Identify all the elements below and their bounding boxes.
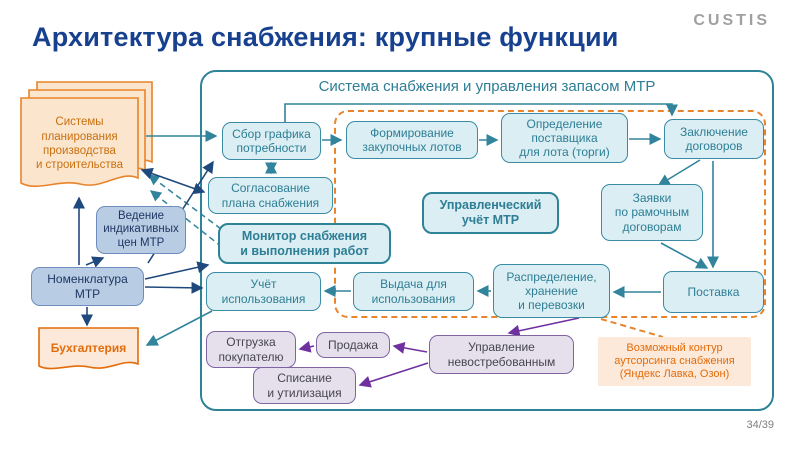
node-delivery: Поставка <box>663 271 764 313</box>
node-supply-monitor: Монитор снабжения и выполнения работ <box>218 223 391 264</box>
node-sale: Продажа <box>316 332 390 358</box>
node-indicative-prices: Ведение индикативных цен МТР <box>96 206 186 254</box>
system-container-title: Система снабжения и управления запасом М… <box>318 78 656 95</box>
node-framework-orders: Заявки по рамочным договорам <box>601 184 703 241</box>
node-planning-systems: Системы планирования производства и стро… <box>35 116 124 172</box>
node-accounting: Бухгалтерия <box>50 340 127 355</box>
node-supplier-selection: Определение поставщика для лота (торги) <box>501 113 628 163</box>
node-writeoff: Списание и утилизация <box>253 367 356 404</box>
page-title: Архитектура снабжения: крупные функции <box>32 22 619 52</box>
node-usage-accounting: Учёт использования <box>206 272 321 311</box>
node-distribution: Распределение, хранение и перевозки <box>493 264 610 318</box>
node-management-accounting: Управленческий учёт МТР <box>422 192 559 234</box>
custis-logo: CUSTIS <box>693 12 770 29</box>
page-number: 34/39 <box>746 419 774 431</box>
node-unclaimed-management: Управление невостребованным <box>429 335 574 374</box>
node-contracting: Заключение договоров <box>664 119 764 159</box>
node-shipment: Отгрузка покупателю <box>206 331 296 368</box>
node-nomenclature: Номенклатура МТР <box>31 267 144 306</box>
node-lot-formation: Формирование закупочных лотов <box>346 121 478 159</box>
node-issue-for-use: Выдача для использования <box>353 272 474 311</box>
node-plan-approval: Согласование плана снабжения <box>208 177 333 214</box>
node-demand-schedule: Сбор графика потребности <box>222 122 321 160</box>
outsourcing-note: Возможный контур аутсорсинга снабжения (… <box>598 337 751 386</box>
